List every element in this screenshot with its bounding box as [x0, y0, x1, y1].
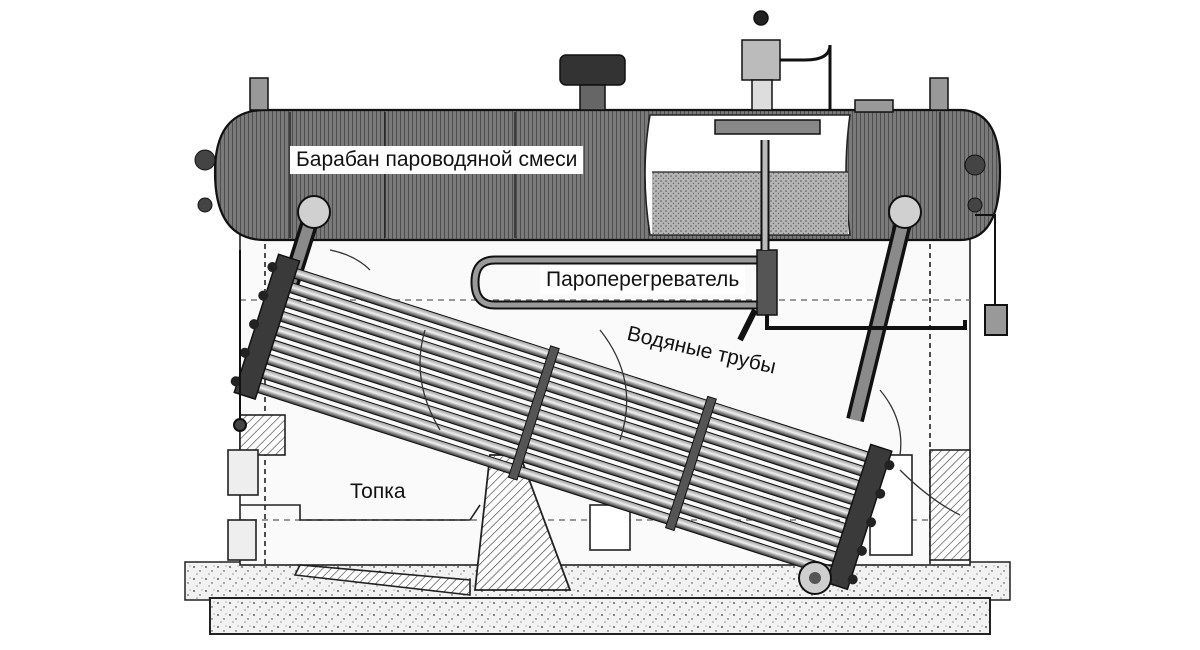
label-furnace: Топка [350, 480, 406, 503]
gas-flow-arrows [329, 249, 961, 516]
steam-drum [194, 108, 1002, 242]
rear-downcomer [846, 195, 922, 423]
label-superheater: Пароперегреватель [540, 266, 746, 294]
furnace-grate [227, 449, 481, 596]
foundation [184, 561, 1011, 635]
drum-top-fittings [249, 10, 949, 113]
mud-drum [798, 561, 832, 595]
superheater [470, 119, 967, 342]
gauge-column [233, 214, 1008, 432]
water-tube-bank [230, 253, 895, 591]
label-drum: Барабан пароводяной смеси [290, 146, 584, 174]
